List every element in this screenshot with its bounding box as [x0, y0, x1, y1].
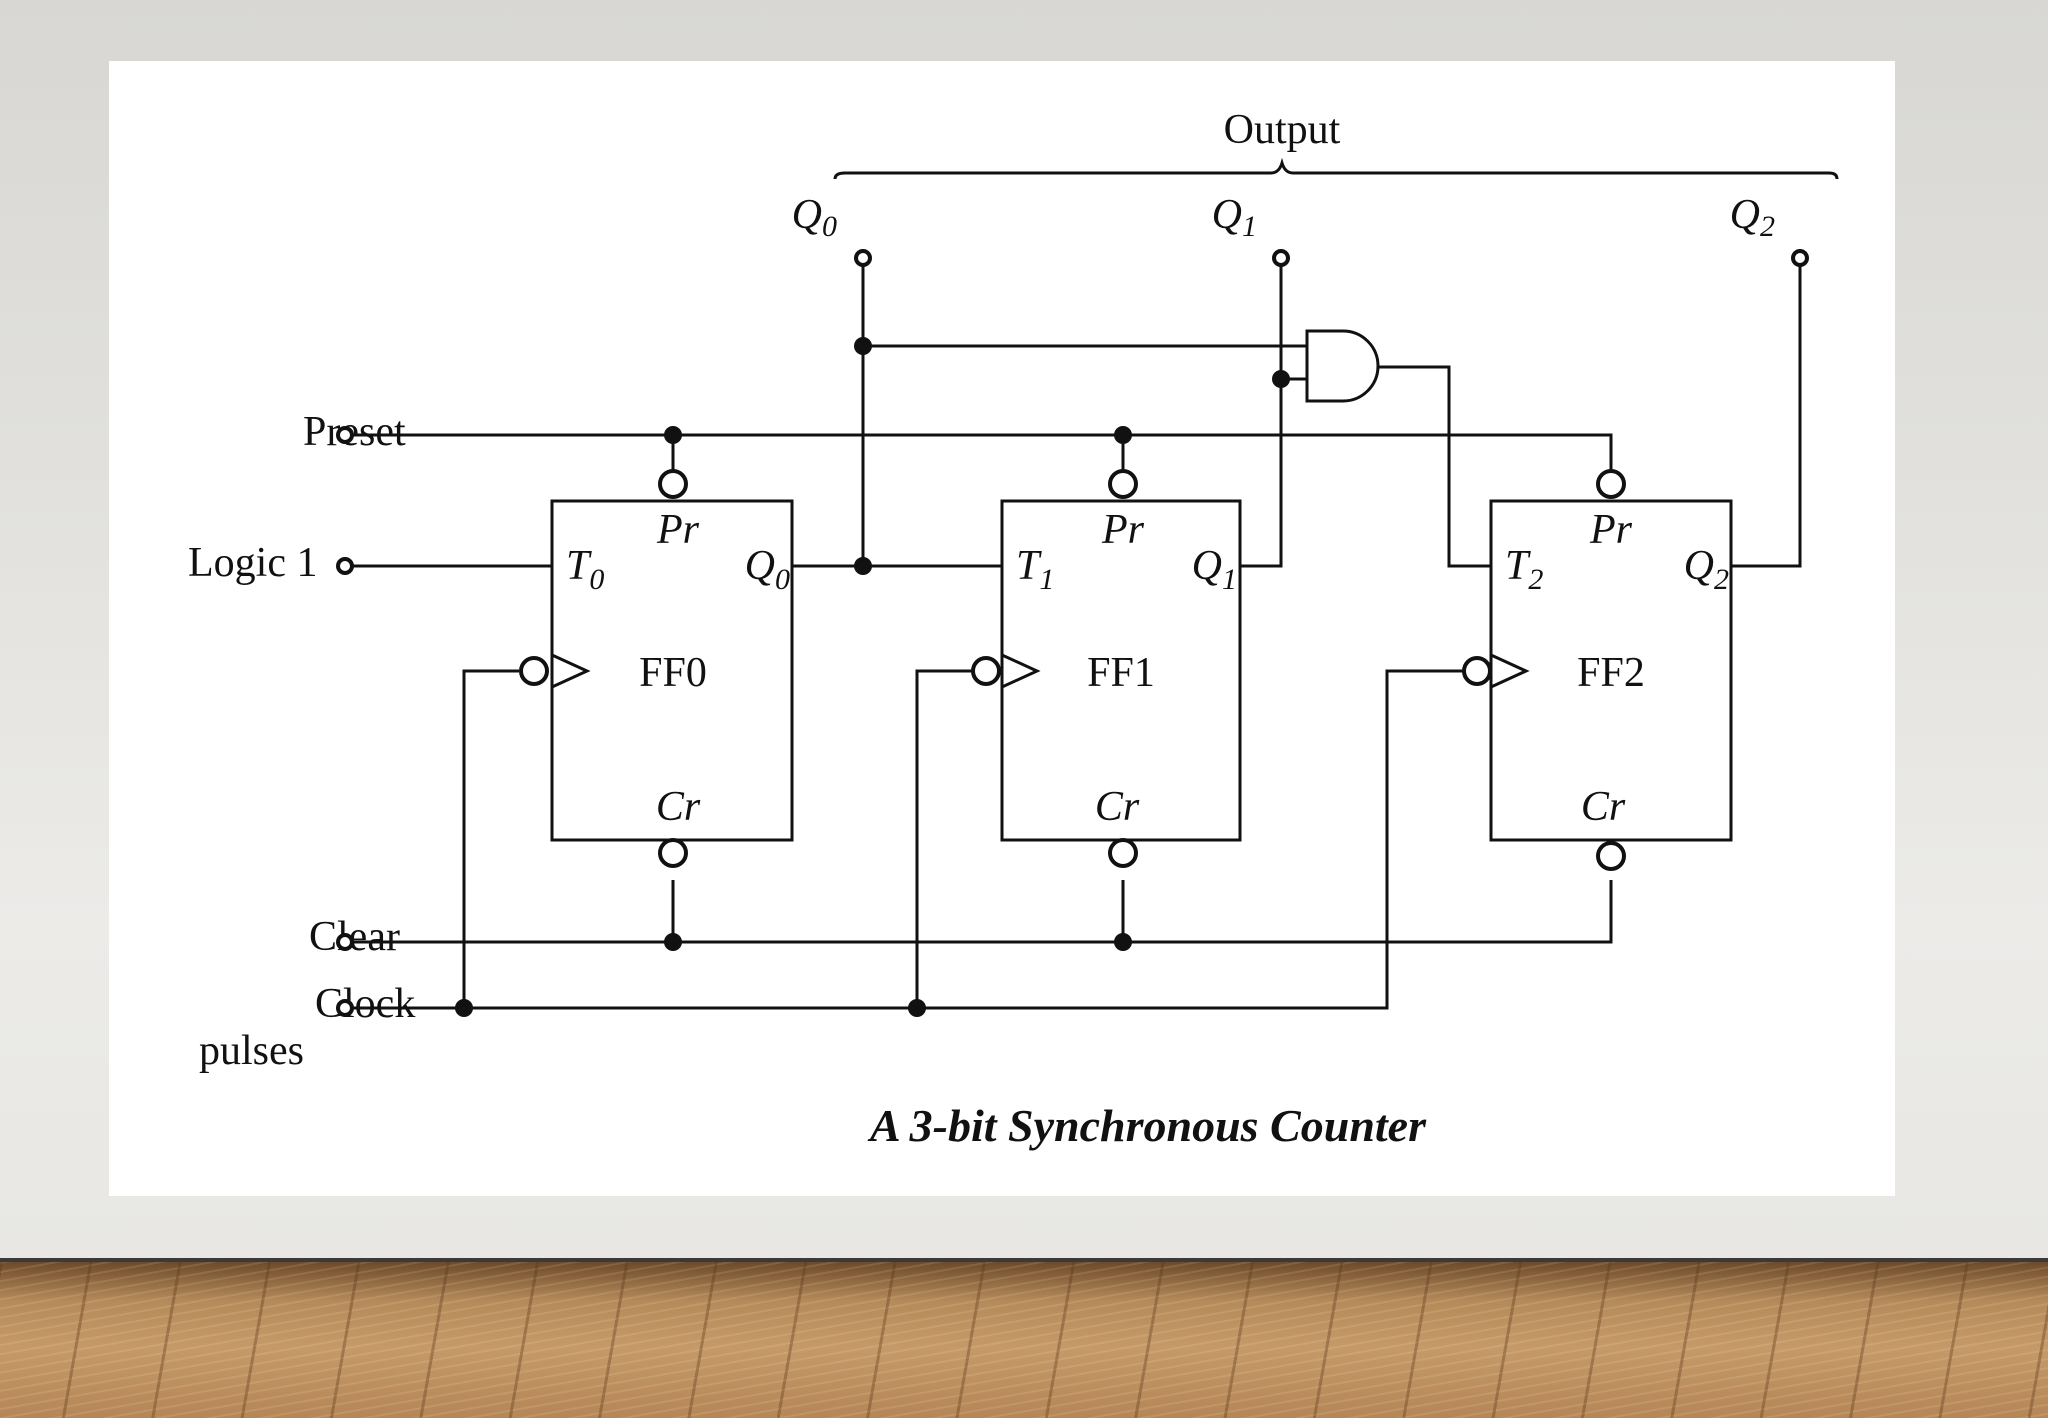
ff2-clock-bubble	[1462, 656, 1492, 686]
preset-label: Preset	[303, 409, 406, 455]
junction-dot	[854, 557, 872, 575]
junction-dot	[1114, 426, 1132, 444]
junction-dot	[664, 933, 682, 951]
output-q2-terminal	[1791, 249, 1809, 267]
slide: Output Q0 Q1 Q2 Preset Logic 1 Clear Clo…	[109, 61, 1895, 1196]
junction-dot	[1114, 933, 1132, 951]
clock-label: Clock	[315, 981, 415, 1027]
ff0-clear-bubble	[658, 838, 688, 868]
q2-wire	[1731, 258, 1802, 568]
ff2-cr-label: Cr	[1581, 784, 1626, 830]
ff1-clear-bubble	[1108, 838, 1138, 868]
output-label: Output	[1224, 107, 1341, 153]
ff2-preset-bubble	[1596, 469, 1626, 499]
ff2-box	[1489, 499, 1733, 842]
logic1-terminal	[336, 557, 354, 575]
junction-dot	[854, 337, 872, 355]
ff0-clock-bubble	[519, 656, 549, 686]
ff1-t-label: T1	[1016, 543, 1054, 596]
clock-tap-ff0	[462, 669, 519, 1008]
clock-terminal	[336, 999, 354, 1017]
diagram-caption: A 3-bit Synchronous Counter	[867, 1100, 1427, 1151]
ff0-t-label: T0	[566, 543, 604, 596]
ff0-label: FF0	[639, 650, 707, 696]
flipflop-ff2: FF2 Pr Cr T2 Q2	[1489, 499, 1733, 842]
ff2-t-label: T2	[1505, 543, 1543, 596]
ff0-cr-label: Cr	[656, 784, 701, 830]
ff0-q-label: Q0	[745, 543, 790, 596]
ff1-clock-triangle	[1001, 653, 1041, 689]
output-q0-terminal	[854, 249, 872, 267]
junction-dot	[1272, 370, 1290, 388]
ff1-label: FF1	[1087, 650, 1155, 696]
ff1-box	[1000, 499, 1242, 842]
ff2-clock-triangle	[1490, 653, 1530, 689]
ff2-pr-label: Pr	[1589, 507, 1633, 553]
output-q0-label: Q0	[792, 192, 837, 243]
ff2-label: FF2	[1577, 650, 1645, 696]
ff0-preset-bubble	[658, 469, 688, 499]
logic1-label: Logic 1	[188, 540, 317, 586]
junction-dot	[664, 426, 682, 444]
clear-wire	[345, 880, 1613, 944]
ff1-clock-bubble	[971, 656, 1001, 686]
clear-terminal	[336, 933, 354, 951]
and-gate	[1305, 329, 1380, 403]
output-q1-terminal	[1272, 249, 1290, 267]
clock-pulses-label: pulses	[199, 1028, 304, 1074]
junction-dot	[908, 999, 926, 1017]
floor-edge	[0, 1258, 2048, 1264]
ff1-q-label: Q1	[1192, 543, 1237, 596]
preset-wire	[345, 433, 1613, 473]
output-q2-label: Q2	[1730, 192, 1775, 243]
ff1-preset-bubble	[1108, 469, 1138, 499]
flipflop-ff0: FF0 Pr Cr T0 Q0	[550, 499, 794, 842]
clear-label: Clear	[309, 914, 400, 960]
ff2-q-label: Q2	[1684, 543, 1729, 596]
ff2-clear-bubble	[1596, 841, 1626, 871]
flipflop-ff1: FF1 Pr Cr T1 Q1	[1000, 499, 1242, 842]
preset-terminal	[336, 426, 354, 444]
and-to-t2-wire	[1378, 365, 1491, 568]
clock-wire	[345, 669, 1464, 1010]
output-q1-label: Q1	[1212, 192, 1257, 243]
ff1-pr-label: Pr	[1101, 507, 1145, 553]
counter-circuit-diagram: Output Q0 Q1 Q2 Preset Logic 1 Clear Clo…	[188, 107, 1839, 1151]
wooden-floor	[0, 1262, 2048, 1418]
clock-tap-ff1	[915, 669, 974, 1008]
ff1-cr-label: Cr	[1095, 784, 1140, 830]
ff0-pr-label: Pr	[656, 507, 700, 553]
junction-dot	[455, 999, 473, 1017]
output-brace	[833, 157, 1839, 180]
ff0-clock-triangle	[551, 653, 591, 689]
q1-wire	[1240, 258, 1283, 568]
